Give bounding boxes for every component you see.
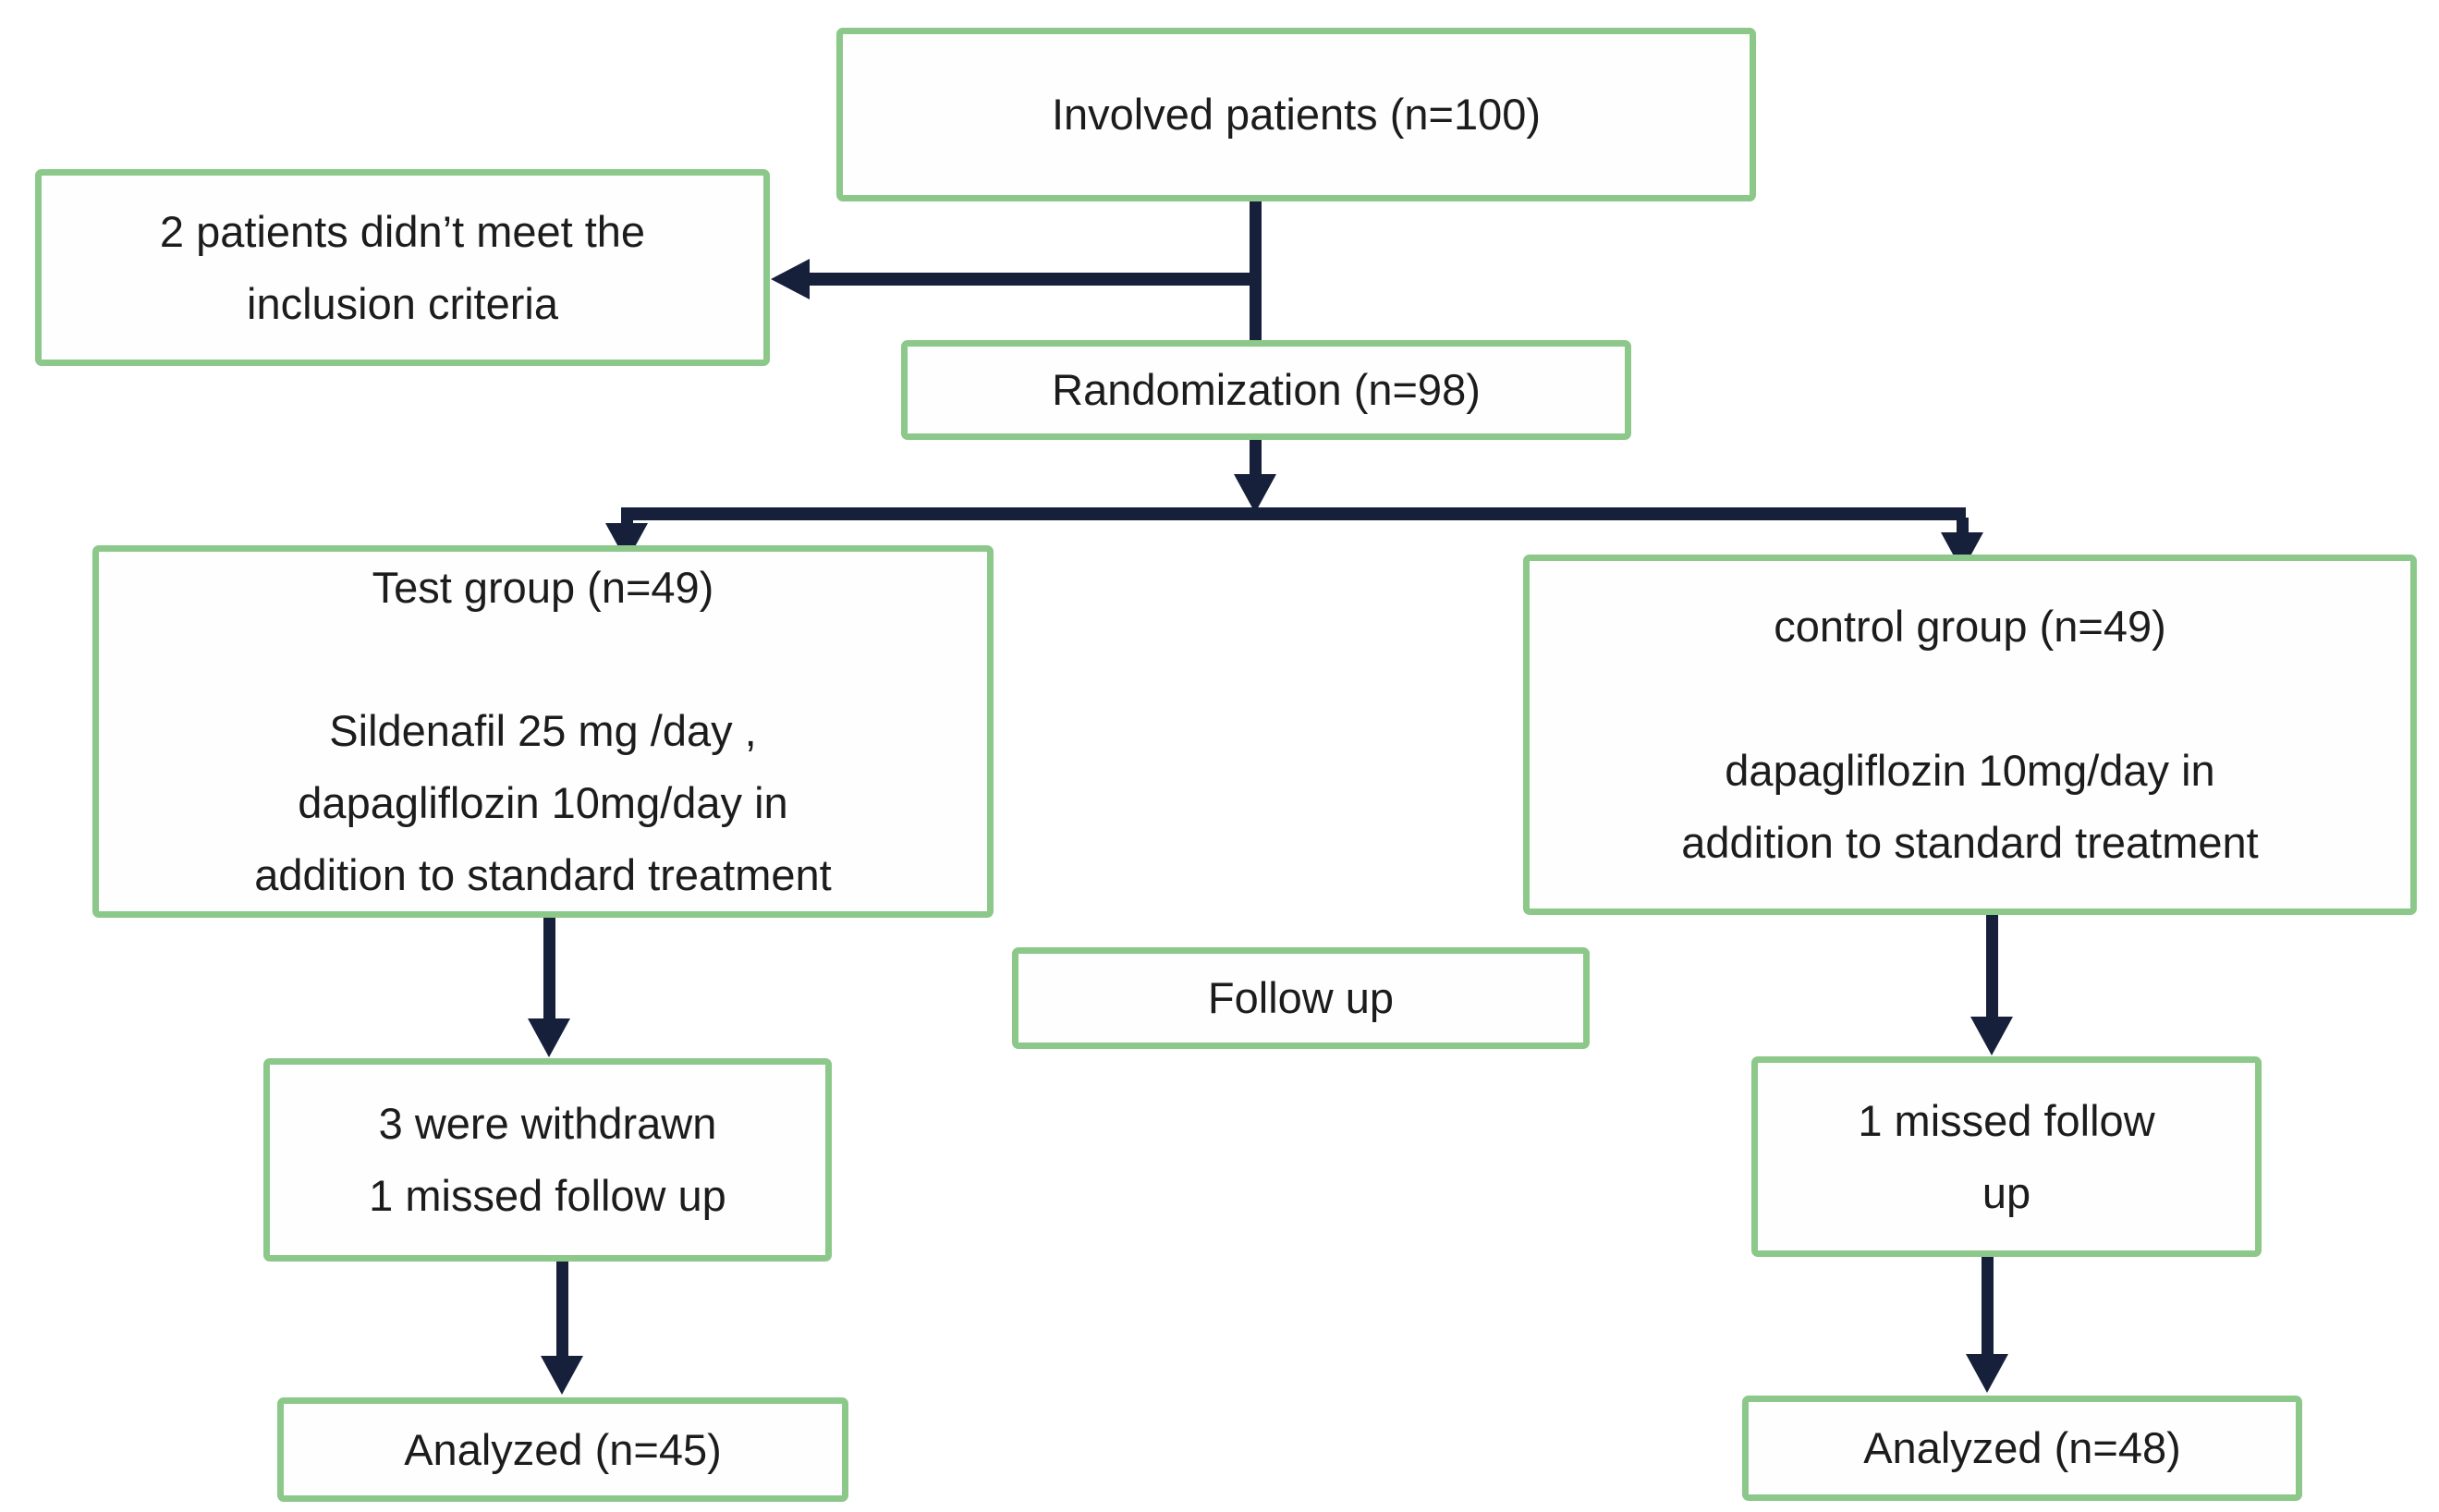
follow-up-label: Follow up: [1207, 973, 1395, 1022]
control-group-box: control group (n=49) dapagliflozin 10mg/…: [1523, 555, 2417, 915]
randomization-box: Randomization (n=98): [901, 340, 1631, 440]
test-withdrawn-line-1: 3 were withdrawn: [378, 1099, 717, 1148]
exclusion-line-1: 2 patients didn’t meet the: [159, 206, 646, 256]
involved-patients-label: Involved patients (n=100): [1051, 90, 1542, 139]
test-group-line-1: Sildenafil 25 mg /day ,: [329, 706, 757, 755]
branch-arrowhead-icon: [1234, 474, 1276, 513]
connector-withdrawn-to-analyzed-left: [556, 1260, 568, 1359]
control-group-heading: control group (n=49): [1774, 602, 2166, 651]
analyzed-right-arrowhead-icon: [1966, 1354, 2008, 1393]
control-analyzed-label: Analyzed (n=48): [1863, 1423, 2181, 1472]
exclusion-arrowhead-icon: [771, 259, 810, 299]
control-group-line-1: dapagliflozin 10mg/day in: [1725, 746, 2215, 795]
exclusion-box: 2 patients didn’t meet the inclusion cri…: [35, 169, 770, 366]
randomization-label: Randomization (n=98): [1052, 365, 1481, 414]
control-analyzed-box: Analyzed (n=48): [1742, 1396, 2302, 1501]
missed-arrowhead-icon: [1970, 1017, 2013, 1055]
connector-control-group-to-missed: [1986, 913, 1998, 1019]
test-group-line-3: addition to standard treatment: [254, 850, 832, 899]
test-group-line-2: dapagliflozin 10mg/day in: [298, 778, 788, 827]
control-missed-box: 1 missed follow up: [1751, 1056, 2262, 1257]
involved-patients-box: Involved patients (n=100): [836, 28, 1756, 201]
control-missed-line-2: up: [1982, 1167, 2031, 1217]
connector-test-group-to-withdrawn: [543, 915, 555, 1021]
test-analyzed-box: Analyzed (n=45): [277, 1397, 848, 1502]
connector-randomization-to-branch: [1250, 440, 1262, 479]
control-missed-line-1: 1 missed follow: [1858, 1095, 2155, 1145]
connector-exclusion-shaft: [806, 273, 1255, 286]
test-withdrawn-line-2: 1 missed follow up: [369, 1171, 726, 1220]
test-group-heading: Test group (n=49): [372, 563, 714, 612]
withdrawn-arrowhead-icon: [528, 1018, 570, 1057]
branch-line: [621, 507, 1966, 520]
control-group-line-2: addition to standard treatment: [1681, 818, 2259, 867]
test-withdrawn-box: 3 were withdrawn 1 missed follow up: [263, 1058, 832, 1262]
analyzed-left-arrowhead-icon: [541, 1356, 583, 1395]
exclusion-line-2: inclusion criteria: [247, 278, 558, 328]
test-group-box: Test group (n=49) Sildenafil 25 mg /day …: [92, 545, 994, 918]
test-analyzed-label: Analyzed (n=45): [404, 1424, 722, 1474]
connector-missed-to-analyzed-right: [1982, 1255, 1994, 1357]
follow-up-box: Follow up: [1012, 947, 1590, 1049]
connector-involved-to-randomization: [1250, 201, 1262, 340]
